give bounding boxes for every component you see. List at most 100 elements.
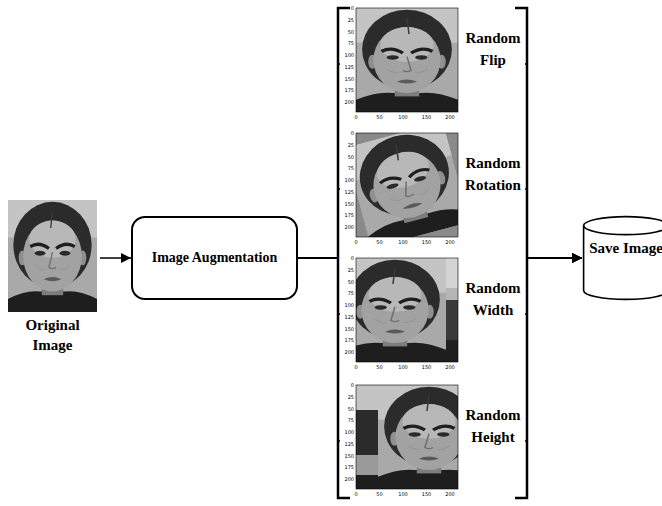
augmented-image-panel: Random Width0255075100125150175200050100… — [340, 253, 525, 375]
augmented-image-panel: Random Flip02550751001251501752000501001… — [340, 3, 525, 125]
width-shifted-photo — [446, 340, 458, 362]
y-axis-tick: 175 — [340, 212, 354, 218]
x-axis-tick: 150 — [419, 114, 435, 120]
image-node: Original Image — [5, 198, 100, 354]
width-shifted-photo — [446, 258, 458, 288]
plot-frame — [356, 8, 458, 112]
y-axis-tick: 100 — [340, 177, 354, 183]
cylinder-outline — [582, 215, 662, 301]
augmentation-label: Random Height — [462, 404, 524, 448]
y-axis-tick: 200 — [340, 99, 354, 105]
x-axis-tick: 50 — [372, 114, 388, 120]
y-axis-tick: 75 — [340, 290, 354, 296]
x-axis-tick: 150 — [419, 239, 435, 245]
x-axis-tick: 0 — [348, 364, 364, 370]
y-axis-tick: 75 — [340, 417, 354, 423]
height-shifted-photo — [356, 385, 378, 410]
y-axis-tick: 150 — [340, 201, 354, 207]
process-label: Image Augmentation — [152, 249, 278, 267]
x-axis-tick: 150 — [419, 491, 435, 497]
cylinder-outline — [584, 217, 662, 300]
storage-label: Save Image — [589, 237, 662, 259]
y-axis-tick: 125 — [340, 314, 354, 320]
x-axis-tick: 100 — [395, 364, 411, 370]
flipped-photo — [356, 8, 458, 112]
x-axis-tick: 100 — [395, 239, 411, 245]
x-axis-tick: 150 — [419, 364, 435, 370]
x-axis-tick: 50 — [372, 239, 388, 245]
augmentation-label: Random Rotation — [462, 152, 524, 196]
connector — [298, 189, 340, 258]
y-axis-tick: 25 — [340, 142, 354, 148]
augmented-image-panel: Random Rotation0255075100125150175200050… — [340, 128, 525, 250]
y-axis-tick: 125 — [340, 441, 354, 447]
y-axis-tick: 200 — [340, 349, 354, 355]
x-axis-tick: 100 — [395, 491, 411, 497]
original-photo — [8, 200, 97, 312]
height-shifted-photo — [356, 385, 458, 489]
y-axis-tick: 100 — [340, 302, 354, 308]
image-caption: Original Image — [17, 315, 88, 355]
connector — [298, 64, 340, 258]
plot-frame — [356, 258, 458, 362]
x-axis-tick: 200 — [442, 114, 458, 120]
x-axis-tick: 0 — [348, 239, 364, 245]
x-axis-tick: 200 — [442, 239, 458, 245]
connector — [525, 258, 582, 314]
y-axis-tick: 0 — [340, 130, 354, 136]
y-axis-tick: 75 — [340, 165, 354, 171]
y-axis-tick: 0 — [340, 5, 354, 11]
height-shifted-photo — [356, 475, 378, 489]
y-axis-tick: 125 — [340, 189, 354, 195]
width-shifted-photo — [356, 258, 446, 362]
rotated-photo — [356, 133, 458, 237]
y-axis-tick: 25 — [340, 267, 354, 273]
y-axis-tick: 175 — [340, 337, 354, 343]
augmentation-label: Random Width — [462, 277, 524, 321]
y-axis-tick: 25 — [340, 17, 354, 23]
y-axis-tick: 200 — [340, 476, 354, 482]
width-shifted-photo — [446, 258, 458, 362]
connector — [525, 64, 582, 258]
y-axis-tick: 150 — [340, 453, 354, 459]
storage-cylinder: Save Image — [582, 215, 662, 301]
augmented-image-panel: Random Height025507510012515017520005010… — [340, 380, 525, 502]
height-shifted-photo — [356, 410, 378, 455]
x-axis-tick: 50 — [372, 491, 388, 497]
plot-frame — [356, 133, 458, 237]
plot-frame — [356, 385, 458, 489]
connector — [100, 257, 131, 259]
x-axis-tick: 100 — [395, 114, 411, 120]
y-axis-tick: 175 — [340, 464, 354, 470]
y-axis-tick: 100 — [340, 52, 354, 58]
y-axis-tick: 25 — [340, 394, 354, 400]
y-axis-tick: 0 — [340, 255, 354, 261]
y-axis-tick: 175 — [340, 87, 354, 93]
process-box: Image Augmentation — [131, 216, 298, 300]
y-axis-tick: 150 — [340, 76, 354, 82]
y-axis-tick: 50 — [340, 279, 354, 285]
x-axis-tick: 0 — [348, 491, 364, 497]
x-axis-tick: 200 — [442, 491, 458, 497]
x-axis-tick: 0 — [348, 114, 364, 120]
y-axis-tick: 50 — [340, 29, 354, 35]
y-axis-tick: 0 — [340, 382, 354, 388]
connector — [525, 258, 582, 441]
height-shifted-photo — [356, 455, 378, 475]
y-axis-tick: 150 — [340, 326, 354, 332]
width-shifted-photo — [446, 300, 458, 340]
y-axis-tick: 100 — [340, 429, 354, 435]
y-axis-tick: 75 — [340, 40, 354, 46]
cylinder-rim — [584, 226, 662, 235]
x-axis-tick: 200 — [442, 364, 458, 370]
width-shifted-photo — [356, 258, 458, 362]
right-bracket — [515, 8, 527, 498]
rotated-photo — [356, 133, 458, 237]
connector — [525, 189, 582, 258]
flipped-photo — [356, 8, 458, 112]
left-bracket — [338, 8, 350, 498]
y-axis-tick: 200 — [340, 224, 354, 230]
